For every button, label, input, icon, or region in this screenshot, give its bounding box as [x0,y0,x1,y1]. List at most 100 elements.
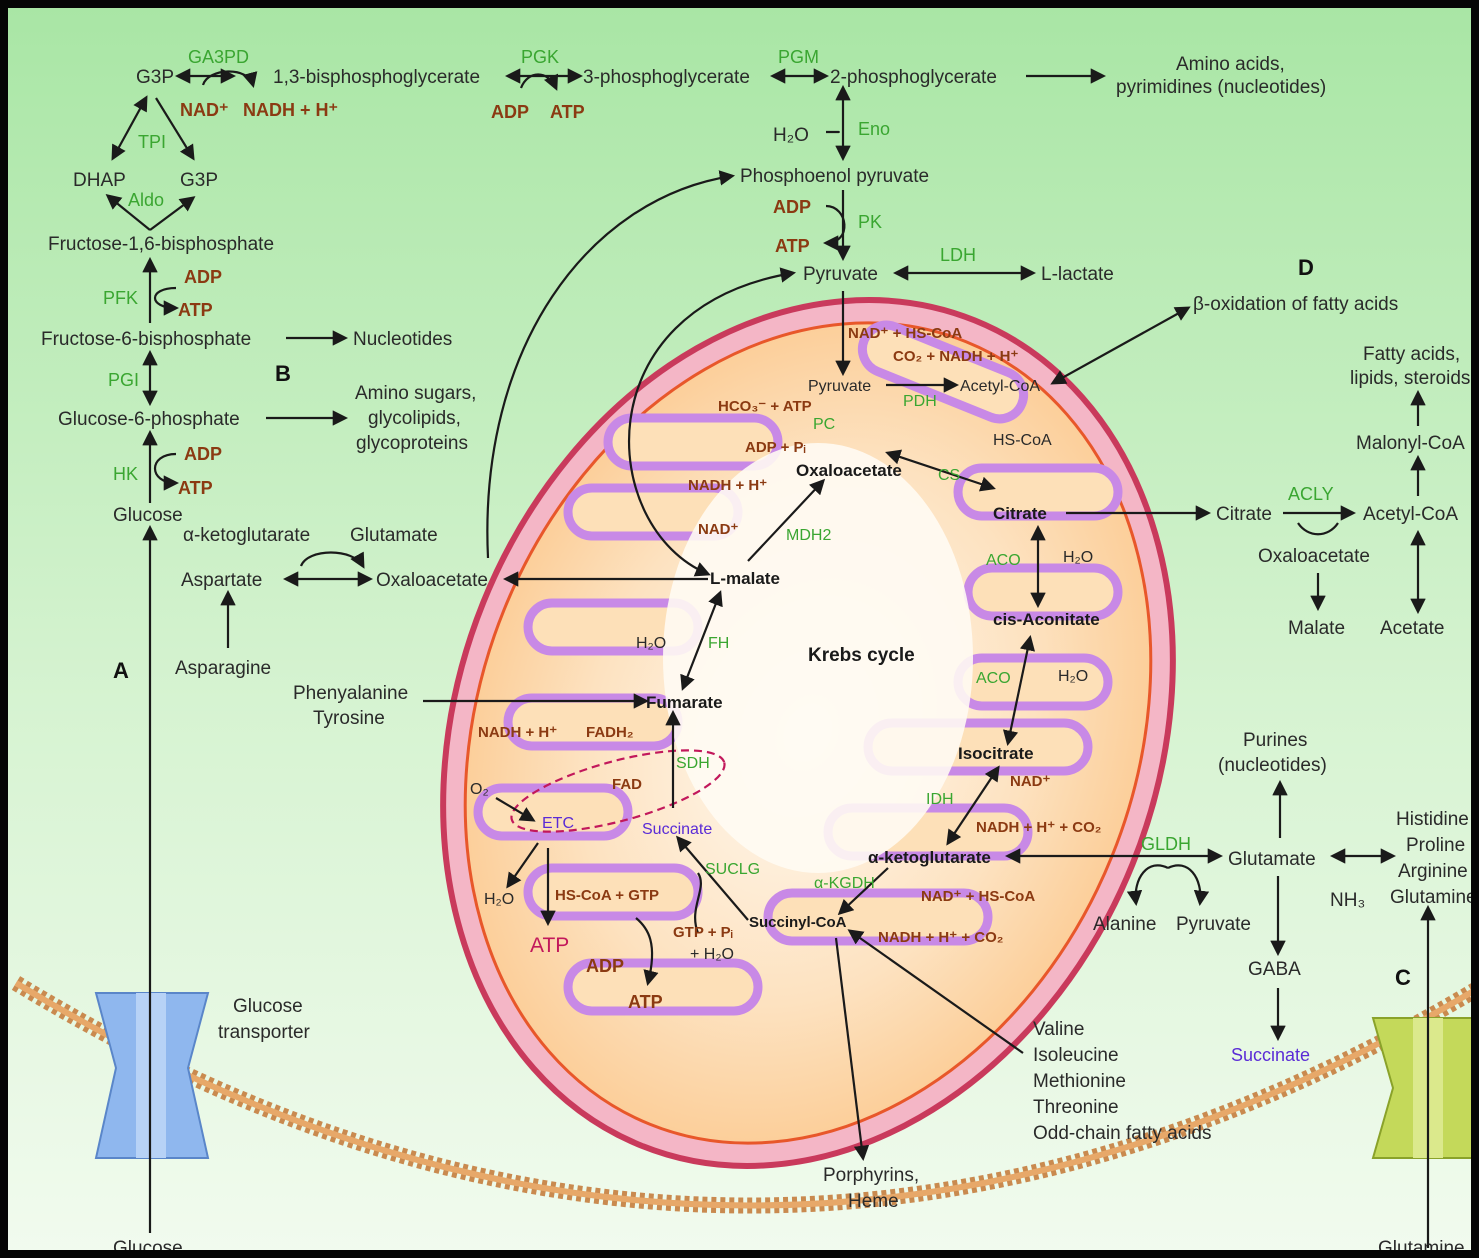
glucose-bottom: Glucose [113,1238,183,1258]
g6p-label: Glucose-6-phosphate [58,409,240,430]
h2o-eno: H₂O [773,125,809,146]
amino-pyr-2: pyrimidines (nucleotides) [1116,77,1326,98]
f16bp-label: Fructose-1,6-bisphosphate [48,234,274,255]
metabolism-diagram: A B C D G3P GA3PD NAD⁺ NADH + H⁺ 1,3-bis… [8,8,1477,1258]
asparagine-label: Asparagine [175,658,271,679]
enzyme-pgm: PGM [778,47,819,67]
glutamate-aspartate: Glutamate [350,525,438,546]
label-b: B [275,361,291,386]
enzyme-idh: IDH [926,791,954,808]
mito-hco3-atp: HCO₃⁻ + ATP [718,398,812,415]
enzyme-cs: CS [938,467,960,484]
bpg-label: 1,3-bisphosphoglycerate [273,67,480,88]
enzyme-fh: FH [708,635,729,652]
enzyme-mdh2: MDH2 [786,527,831,544]
adp-pfk: ADP [184,267,222,287]
mito-acetyl-coa: Acetyl-CoA [960,378,1040,395]
enzyme-akgdh: α-KGDH [814,875,875,892]
succinate-cyto: Succinate [1231,1045,1310,1065]
akg-aspartate: α-ketoglutarate [183,525,310,546]
alanine-label: Alanine [1093,914,1156,935]
mito-nadh-co2-idh: NADH + H⁺ + CO₂ [976,819,1101,836]
fatty-acids-2: lipids, steroids [1350,368,1470,389]
enzyme-sdh: SDH [676,755,710,772]
glucose-label: Glucose [113,505,183,526]
phe-label: Phenyalanine [293,683,408,704]
mito-fad: FAD [612,776,642,793]
adp-pgk: ADP [491,102,529,122]
enzyme-aco-1: ACO [986,552,1021,569]
enzyme-pdh: PDH [903,393,937,410]
mito-gtp-pi: GTP + Pᵢ [673,924,733,941]
mito-citrate: Citrate [993,504,1047,523]
malonyl-coa-label: Malonyl-CoA [1356,433,1465,454]
arginine-label: Arginine [1398,861,1468,882]
g3p-top: G3P [136,67,174,88]
pyruvate-label: Pyruvate [803,264,878,285]
valine-label: Valine [1033,1019,1084,1040]
purines-2: (nucleotides) [1218,755,1327,776]
mito-pyruvate: Pyruvate [808,378,871,395]
acetate-label: Acetate [1380,618,1444,639]
mito-nad-hscoa: NAD⁺ + HS-CoA [848,325,962,342]
nadh-1: NADH + H⁺ [243,100,338,120]
enzyme-gldh: GLDH [1141,834,1191,854]
mito-nadh-etc: NADH + H⁺ [478,724,557,741]
enzyme-aco-2: ACO [976,670,1011,687]
mito-fadh2: FADH₂ [586,724,634,741]
label-c: C [1395,965,1411,990]
dhap-label: DHAP [73,170,126,191]
enzyme-ga3pd: GA3PD [188,47,249,67]
glucose-transporter-1: Glucose [233,996,303,1017]
mito-h2o-aco2: H₂O [1058,668,1088,685]
mito-hs-coa: HS-CoA [993,432,1052,449]
mito-h2o-etc: H₂O [484,891,514,908]
mito-h2o-aco1: H₂O [1063,549,1093,566]
histidine-label: Histidine [1396,809,1469,830]
acetyl-coa-cyto: Acetyl-CoA [1363,504,1458,525]
mito-h2o-fh: H₂O [636,635,666,652]
nucleotides-label: Nucleotides [353,329,452,350]
mito-hscoa-gtp: HS-CoA + GTP [555,887,659,904]
pg2-label: 2-phosphoglycerate [830,67,997,88]
mito-nadh-co2-akgdh: NADH + H⁺ + CO₂ [878,929,1003,946]
gaba-label: GABA [1248,959,1301,980]
purines-1: Purines [1243,730,1307,751]
proline-label: Proline [1406,835,1465,856]
citrate-cyto: Citrate [1216,504,1272,525]
enzyme-hk: HK [113,464,138,484]
glucose-transporter-2: transporter [218,1022,311,1043]
mito-o2: O₂ [470,781,489,798]
enzyme-ldh: LDH [940,245,976,265]
amino-sugars-2: glycolipids, [368,408,461,429]
glutamate-cyto: Glutamate [1228,849,1316,870]
f6p-label: Fructose-6-bisphosphate [41,329,251,350]
atp-hk: ATP [178,478,213,498]
label-a: A [113,658,129,683]
amino-sugars-1: Amino sugars, [355,383,476,404]
enzyme-pfk: PFK [103,288,138,308]
threonine-label: Threonine [1033,1097,1119,1118]
mito-nad-idh: NAD⁺ [1010,773,1050,790]
mitochondrion-icon [440,297,1176,1169]
adp-hk: ADP [184,444,222,464]
amino-sugars-3: glycoproteins [356,433,468,454]
mito-nad-hscoa-akgdh: NAD⁺ + HS-CoA [921,888,1035,905]
mito-fumarate: Fumarate [646,693,723,712]
mito-succinate: Succinate [642,821,712,838]
adp-pk: ADP [773,197,811,217]
enzyme-acly: ACLY [1288,484,1334,504]
glutamine-label: Glutamine [1390,887,1477,908]
enzyme-aldo: Aldo [128,190,164,210]
mito-atp-big: ATP [530,934,569,957]
enzyme-tpi: TPI [138,132,166,152]
oaa-cyto-2: Oxaloacetate [1258,546,1370,567]
mito-atp: ATP [628,992,663,1012]
nh3-label: NH₃ [1330,890,1365,911]
mito-etc: ETC [542,815,574,832]
glucose-transporter-icon [94,992,210,1159]
odd-chain-label: Odd-chain fatty acids [1033,1123,1211,1144]
tyr-label: Tyrosine [313,708,385,729]
atp-pfk: ATP [178,300,213,320]
pg3-label: 3-phosphoglycerate [583,67,750,88]
